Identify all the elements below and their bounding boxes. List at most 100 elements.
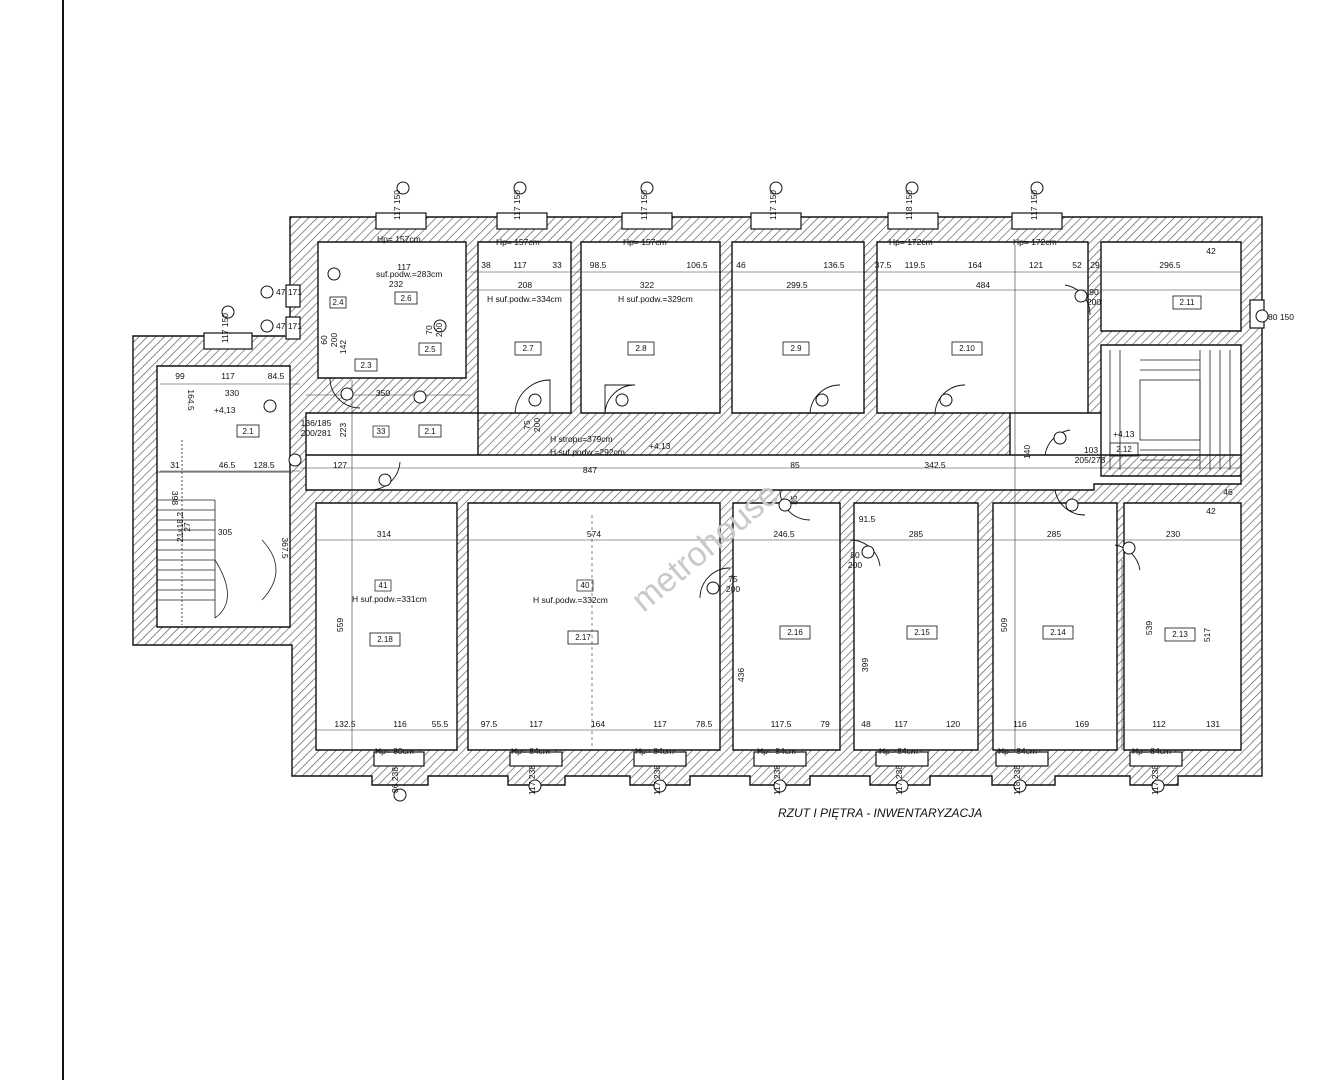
dim-left-10: 305 bbox=[218, 527, 232, 537]
dim-bot-10: 55.5 bbox=[432, 719, 449, 729]
dim-bot-28: 509 bbox=[999, 618, 1009, 632]
bottom-dimensions: 314 574 246.5 91.5 285 285 230 132.5 116… bbox=[334, 487, 1233, 729]
door-dim-2: 200 bbox=[532, 418, 542, 432]
room-tag-40: 40 bbox=[581, 581, 590, 590]
window-symbols-top: 117 150 117 150 117 150 117 150 118 150 … bbox=[220, 190, 1039, 343]
dim-left-4: 84.5 bbox=[268, 371, 285, 381]
dim-bot-4: 91.5 bbox=[859, 514, 876, 524]
dim-left-1: 99 bbox=[175, 371, 185, 381]
left-staircase bbox=[157, 440, 290, 625]
dim-top-15: 38 bbox=[481, 260, 491, 270]
room-2-10: 2.10 bbox=[959, 344, 975, 353]
dim-left-8: 164.5 bbox=[186, 389, 196, 411]
room-2-16: 2.16 bbox=[787, 628, 803, 637]
dim-corr-7: 103 bbox=[1084, 445, 1098, 455]
room-labels bbox=[236, 291, 1202, 647]
dim-bot-21: 116 bbox=[1013, 719, 1027, 729]
dim-bot-13: 164 bbox=[591, 719, 605, 729]
room-2-15: 2.15 bbox=[914, 628, 930, 637]
door-dimensions: 75 200 80 200 85 90 200 60 200 70 200 75… bbox=[319, 287, 1101, 594]
window-symbol-bottom-4: 117 238 bbox=[772, 765, 782, 795]
dim-bot-2: 574 bbox=[587, 529, 601, 539]
door-dim-6: 90 bbox=[1089, 287, 1099, 297]
dim-bot-9: 116 bbox=[393, 719, 407, 729]
dim-left-7: 128.5 bbox=[253, 460, 275, 470]
dim-left-2: 117 bbox=[221, 371, 235, 381]
dim-top-8: 98.5 bbox=[590, 260, 607, 270]
window-symbol-top-1: 117 150 bbox=[392, 190, 402, 220]
window-symbol-side-3: 80 150 bbox=[1268, 312, 1294, 322]
window-symbol-bottom-2: 117 238 bbox=[527, 765, 537, 795]
dim-bot-7: 230 bbox=[1166, 529, 1180, 539]
dim-bot-26: 436 bbox=[736, 668, 746, 682]
window-height-top-3: Hp= 157cm bbox=[623, 237, 667, 247]
window-symbol-bottom-3: 117 238 bbox=[652, 765, 662, 795]
room-2-11: 2.11 bbox=[1180, 298, 1196, 307]
dim-bot-29: 539 bbox=[1144, 621, 1154, 635]
h-suf-218-note: H suf.podw.=331cm bbox=[352, 594, 427, 604]
window-symbol-bottom-5: 117 238 bbox=[894, 765, 904, 795]
window-symbol-top-7: 117 150 bbox=[220, 313, 230, 343]
dim-bot-20: 120 bbox=[946, 719, 960, 729]
dim-corr-8: 205/273 bbox=[1075, 455, 1106, 465]
plan-title: RZUT I PIĘTRA - INWENTARYZACJA bbox=[778, 806, 982, 820]
room-2-12: 2.12 bbox=[1116, 445, 1132, 454]
window-height-bottom-5: Hp= 84cm bbox=[879, 746, 918, 756]
window-height-bottom-6: Hp= 84cm bbox=[998, 746, 1037, 756]
window-symbol-top-2: 117 150 bbox=[512, 190, 522, 220]
room-2-5: 2.5 bbox=[424, 345, 436, 354]
door-dim-3: 80 bbox=[850, 550, 860, 560]
room-2-4: 2.4 bbox=[332, 298, 344, 307]
dim-bot-8: 132.5 bbox=[334, 719, 356, 729]
dim-corr-3: 847 bbox=[583, 465, 597, 475]
room-2-7: 2.7 bbox=[522, 344, 534, 353]
room-2-8: 2.8 bbox=[635, 344, 647, 353]
dim-left-3: 330 bbox=[225, 388, 239, 398]
dim-corr-5: 342.5 bbox=[924, 460, 946, 470]
window-height-bottom-7: Hp= 84cm bbox=[1132, 746, 1171, 756]
dim-top-5: 299.5 bbox=[786, 280, 808, 290]
windows-top bbox=[203, 212, 1265, 350]
window-symbol-bottom-6: 118 238 bbox=[1012, 765, 1022, 795]
dim-bot-15: 78.5 bbox=[696, 719, 713, 729]
window-symbol-top-3: 117 150 bbox=[639, 190, 649, 220]
window-height-top-4: Hp= 172cm bbox=[889, 237, 933, 247]
dim-bot-3: 246.5 bbox=[773, 529, 795, 539]
level-marks: +4,13 +4,13 +4,13 bbox=[214, 405, 1135, 451]
dim-left-9: 398 bbox=[170, 491, 180, 505]
dim-left-13: 142 bbox=[338, 340, 348, 354]
dim-top-12: 164 bbox=[968, 260, 982, 270]
room-2-13: 2.13 bbox=[1172, 630, 1188, 639]
dimension-lines bbox=[160, 245, 1241, 750]
dim-bot-18: 48 bbox=[861, 719, 871, 729]
window-symbol-side-2: 47 171 bbox=[276, 321, 302, 331]
window-symbol-side-1: 47 171 bbox=[276, 287, 302, 297]
dim-bot-1: 314 bbox=[377, 529, 391, 539]
h-suf-217-note: H suf.podw.=332cm bbox=[533, 595, 608, 605]
level-mark-right: +4,13 bbox=[1113, 429, 1135, 439]
door-dim-12: 75 bbox=[728, 574, 738, 584]
dim-corr-9: 136/185 bbox=[301, 418, 332, 428]
dim-bot-16: 117.5 bbox=[771, 719, 792, 729]
dim-bot-17: 79 bbox=[820, 719, 830, 729]
dim-corr-1: 350 bbox=[376, 388, 390, 398]
door-dim-8: 60 bbox=[319, 335, 329, 345]
room-2-14: 2.14 bbox=[1050, 628, 1066, 637]
room-2-18: 2.18 bbox=[377, 635, 393, 644]
window-symbols-bottom: 86 238 117 238 117 238 117 238 117 238 1… bbox=[390, 765, 1160, 795]
window-height-top-5: Hp= 172cm bbox=[1013, 237, 1057, 247]
door-dim-9: 200 bbox=[329, 333, 339, 347]
door-dim-10: 70 bbox=[424, 325, 434, 335]
dim-top-10: 136.5 bbox=[823, 260, 845, 270]
dim-top-1: 117 bbox=[397, 262, 411, 272]
window-heights-top: Hp= 157cm Hp= 157cm Hp= 157cm Hp= 172cm … bbox=[377, 234, 1057, 247]
h-suf-28-note: H suf.podw.=329cm bbox=[618, 294, 693, 304]
window-height-top-2: Hp= 157cm bbox=[496, 237, 540, 247]
h-suf-27-note: H suf.podw.=334cm bbox=[487, 294, 562, 304]
window-symbol-top-4: 117 150 bbox=[768, 190, 778, 220]
dim-bot-19: 117 bbox=[894, 719, 908, 729]
room-2-17: 2.17 bbox=[575, 633, 591, 642]
dim-bot-27: 399 bbox=[860, 658, 870, 672]
corridor-dimensions: 350 127 847 85 342.5 140 103 205/273 136… bbox=[301, 388, 1106, 475]
